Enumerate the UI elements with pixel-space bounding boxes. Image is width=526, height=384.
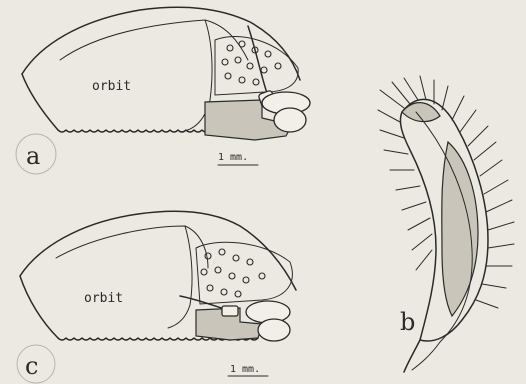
panel-c-front-edge (20, 276, 58, 338)
panel-c-scale-label: 1 mm. (230, 364, 260, 375)
panel-c-orbit-label: orbit (84, 291, 123, 306)
panel-a-pore-field-outline (215, 36, 298, 95)
panel-a-basal-segment-2 (274, 108, 306, 132)
panel-b-inner-lobe (442, 142, 478, 316)
panel-b-base (404, 340, 420, 372)
panel-b-letter: b (400, 308, 415, 336)
panel-a: orbit a 1 mm. (16, 7, 310, 174)
panel-b: b (378, 76, 514, 372)
panel-c-letter: c (25, 352, 38, 380)
panel-c-inner-margin (56, 226, 208, 268)
panel-a-inner-margin (60, 20, 248, 60)
panel-a-orbit-label: orbit (92, 79, 131, 94)
panel-c-orbit-boundary (168, 226, 192, 328)
panel-c-pore-field-outline (196, 242, 292, 304)
panel-a-front-edge (22, 74, 58, 130)
panel-a-carapace-outline (22, 7, 300, 80)
panel-a-antenna-stalk (248, 26, 268, 96)
panel-a-letter: a (26, 142, 40, 170)
panel-c-basal-segment-2 (258, 319, 290, 341)
panel-c-carapace-outline (20, 211, 296, 290)
panel-c-antenna-joint (222, 306, 238, 316)
panel-a-scale-label: 1 mm. (218, 152, 248, 163)
panel-c: orbit c 1 mm. (17, 211, 296, 383)
panel-a-pores (222, 41, 281, 85)
panel-c-pores (201, 249, 265, 297)
